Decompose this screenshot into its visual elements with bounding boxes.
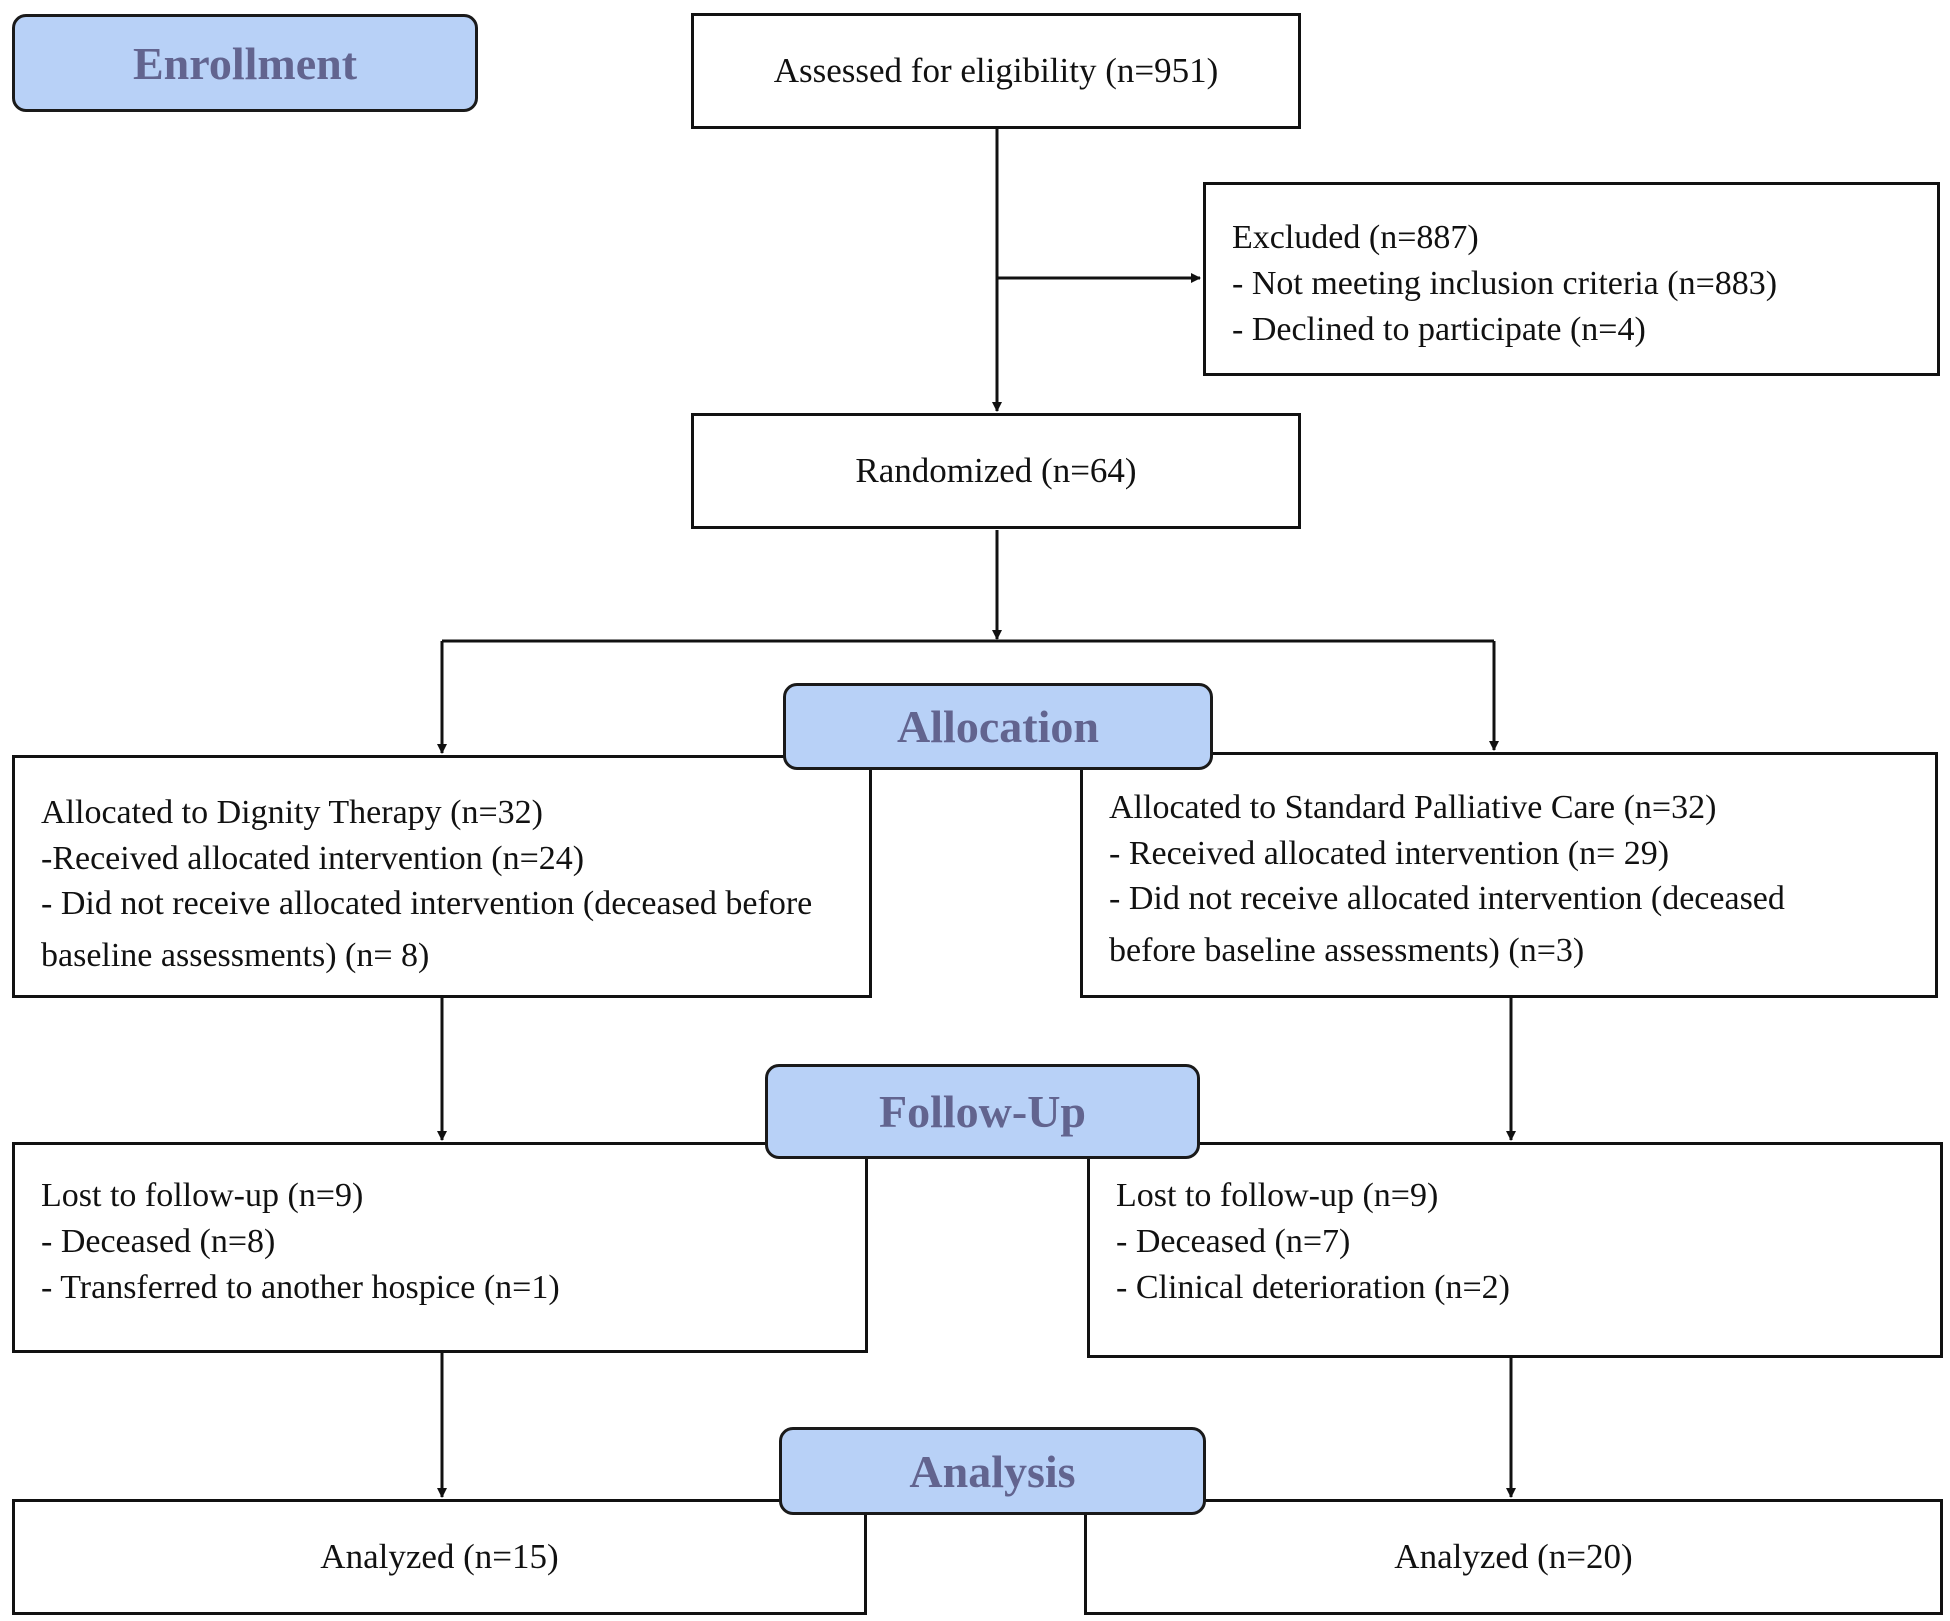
- allocated-standard-not-received: - Did not receive allocated intervention…: [1109, 880, 1785, 969]
- excluded-box: Excluded (n=887) - Not meeting inclusion…: [1203, 182, 1940, 376]
- randomized-box: Randomized (n=64): [691, 413, 1301, 529]
- followup-dignity-deceased: - Deceased (n=8): [41, 1223, 276, 1260]
- stage-follow-up: Follow-Up: [765, 1064, 1200, 1159]
- assessed-box: Assessed for eligibility (n=951): [691, 13, 1301, 129]
- allocated-dignity-box: Allocated to Dignity Therapy (n=32) -Rec…: [12, 755, 872, 998]
- followup-standard-deceased: - Deceased (n=7): [1116, 1223, 1351, 1260]
- allocated-dignity-received: -Received allocated intervention (n=24): [41, 840, 585, 877]
- allocated-standard-received: - Received allocated intervention (n= 29…: [1109, 835, 1670, 872]
- followup-standard-box: Lost to follow-up (n=9) - Deceased (n=7)…: [1087, 1142, 1943, 1358]
- excluded-reason-declined: - Declined to participate (n=4): [1232, 311, 1646, 348]
- followup-standard-deterioration: - Clinical deterioration (n=2): [1116, 1269, 1510, 1306]
- stage-allocation-label: Allocation: [897, 701, 1099, 752]
- analyzed-standard-text: Analyzed (n=20): [1394, 1537, 1633, 1576]
- followup-dignity-title: Lost to follow-up (n=9): [41, 1177, 364, 1214]
- followup-standard-title: Lost to follow-up (n=9): [1116, 1177, 1439, 1214]
- stage-enrollment: Enrollment: [12, 14, 478, 112]
- randomized-text: Randomized (n=64): [855, 451, 1137, 490]
- allocated-standard-box: Allocated to Standard Palliative Care (n…: [1080, 752, 1938, 998]
- stage-follow-up-label: Follow-Up: [879, 1086, 1086, 1137]
- analyzed-dignity-box: Analyzed (n=15): [12, 1499, 867, 1615]
- excluded-reason-criteria: - Not meeting inclusion criteria (n=883): [1232, 265, 1778, 302]
- assessed-text: Assessed for eligibility (n=951): [773, 51, 1219, 90]
- analyzed-dignity-text: Analyzed (n=15): [320, 1537, 559, 1576]
- allocated-dignity-not-received: - Did not receive allocated intervention…: [41, 885, 813, 974]
- followup-dignity-box: Lost to follow-up (n=9) - Deceased (n=8)…: [12, 1142, 868, 1353]
- stage-analysis: Analysis: [779, 1427, 1206, 1515]
- allocated-dignity-title: Allocated to Dignity Therapy (n=32): [41, 794, 543, 831]
- stage-allocation: Allocation: [783, 683, 1213, 770]
- followup-dignity-transferred: - Transferred to another hospice (n=1): [41, 1269, 560, 1306]
- excluded-title: Excluded (n=887): [1232, 219, 1479, 256]
- stage-analysis-label: Analysis: [909, 1445, 1076, 1497]
- allocated-standard-title: Allocated to Standard Palliative Care (n…: [1109, 789, 1717, 826]
- analyzed-standard-box: Analyzed (n=20): [1084, 1499, 1943, 1615]
- stage-enrollment-label: Enrollment: [132, 37, 358, 89]
